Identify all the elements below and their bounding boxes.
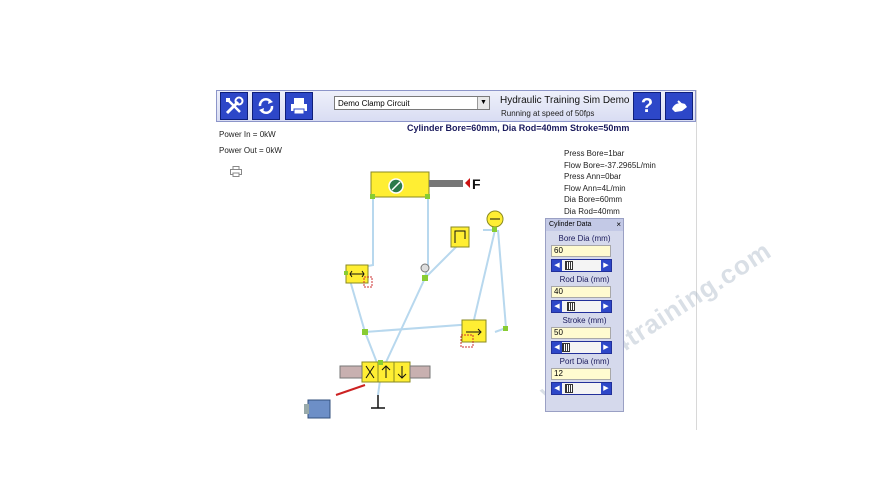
readout-list: Press Bore=1bar Flow Bore=-37.2965L/min … [564, 148, 656, 218]
print-icon[interactable] [230, 164, 242, 182]
port-dia-input[interactable]: 12 [551, 368, 611, 380]
refresh-button[interactable] [252, 92, 280, 120]
panel-title: Cylinder Data [549, 221, 592, 228]
slider-left-icon[interactable]: ◀ [552, 301, 562, 312]
directional-control-valve[interactable] [339, 361, 431, 383]
refresh-icon [258, 98, 274, 114]
rod-dia-slider[interactable]: ◀ ▶ [551, 300, 612, 313]
print-button[interactable] [285, 92, 313, 120]
slider-left-icon[interactable]: ◀ [552, 383, 562, 394]
circuit-select-value: Demo Clamp Circuit [338, 99, 410, 108]
cylinder-data-panel: Cylinder Data × Bore Dia (mm) 60 ◀ ▶ Rod… [545, 218, 624, 412]
stroke-label: Stroke (mm) [562, 316, 607, 325]
hydraulic-cylinder[interactable]: F [370, 171, 481, 198]
chevron-down-icon[interactable]: ▼ [477, 97, 489, 109]
pump-motor[interactable] [304, 384, 366, 419]
app-title: Hydraulic Training Sim Demo [500, 95, 630, 106]
tank-symbol [371, 395, 385, 409]
tools-button[interactable] [220, 92, 248, 120]
slider-right-icon[interactable]: ▶ [601, 342, 611, 353]
pressure-valve[interactable] [450, 226, 470, 248]
help-icon: ? [640, 94, 654, 117]
readout-line: Dia Rod=40mm [564, 206, 620, 216]
stroke-input[interactable]: 50 [551, 327, 611, 339]
stroke-slider[interactable]: ◀ ▶ [551, 341, 612, 354]
flow-valve-right[interactable] [460, 319, 487, 348]
printer-icon [291, 98, 307, 115]
wrench-screwdriver-icon [225, 96, 244, 115]
junction-nodes [344, 194, 508, 365]
readout-line: Flow Ann=4L/min [564, 183, 626, 193]
simulator-window: Demo Clamp Circuit ▼ Hydraulic Training … [216, 90, 777, 430]
bore-dia-label: Bore Dia (mm) [558, 234, 611, 243]
slider-thumb[interactable] [566, 302, 575, 311]
force-label: F [472, 176, 481, 192]
about-button[interactable] [665, 92, 693, 120]
slider-right-icon[interactable]: ▶ [601, 383, 611, 394]
slider-right-icon[interactable]: ▶ [601, 260, 611, 271]
readout-line: Press Ann=0bar [564, 172, 622, 182]
slider-left-icon[interactable]: ◀ [552, 260, 562, 271]
status-text: Running at speed of 50fps [501, 109, 595, 118]
bore-dia-slider[interactable]: ◀ ▶ [551, 259, 612, 272]
readout-line: Flow Bore=-37.2965L/min [564, 160, 656, 170]
readout-line: Press Bore=1bar [564, 149, 625, 158]
port-dia-label: Port Dia (mm) [559, 357, 610, 366]
bore-dia-input[interactable]: 60 [551, 245, 611, 257]
slider-right-icon[interactable]: ▶ [601, 301, 611, 312]
slider-left-icon[interactable]: ◀ [552, 342, 562, 353]
cylinder-heading: Cylinder Bore=60mm, Dia Rod=40mm Stroke=… [407, 123, 630, 133]
pressure-gauge[interactable] [486, 210, 504, 228]
rod-dia-input[interactable]: 40 [551, 286, 611, 298]
help-button[interactable]: ? [633, 92, 661, 120]
close-icon[interactable]: × [616, 220, 621, 229]
port-dia-slider[interactable]: ◀ ▶ [551, 382, 612, 395]
panel-header: Cylinder Data × [546, 219, 623, 231]
readout-line: Dia Bore=60mm [564, 195, 623, 205]
slider-thumb[interactable] [565, 384, 574, 393]
power-in: Power In = 0kW [219, 130, 276, 139]
check-valve-left[interactable] [345, 264, 373, 288]
slider-thumb[interactable] [562, 343, 570, 352]
hand-pointer-icon [672, 100, 687, 112]
slider-thumb[interactable] [565, 261, 574, 270]
rod-dia-label: Rod Dia (mm) [559, 275, 610, 284]
power-out: Power Out = 0kW [219, 146, 282, 155]
toolbar: Demo Clamp Circuit ▼ Hydraulic Training … [216, 90, 696, 122]
circuit-diagram: F [304, 171, 508, 419]
circuit-select[interactable]: Demo Clamp Circuit ▼ [334, 96, 490, 110]
pressure-gauge-small[interactable] [420, 263, 430, 273]
